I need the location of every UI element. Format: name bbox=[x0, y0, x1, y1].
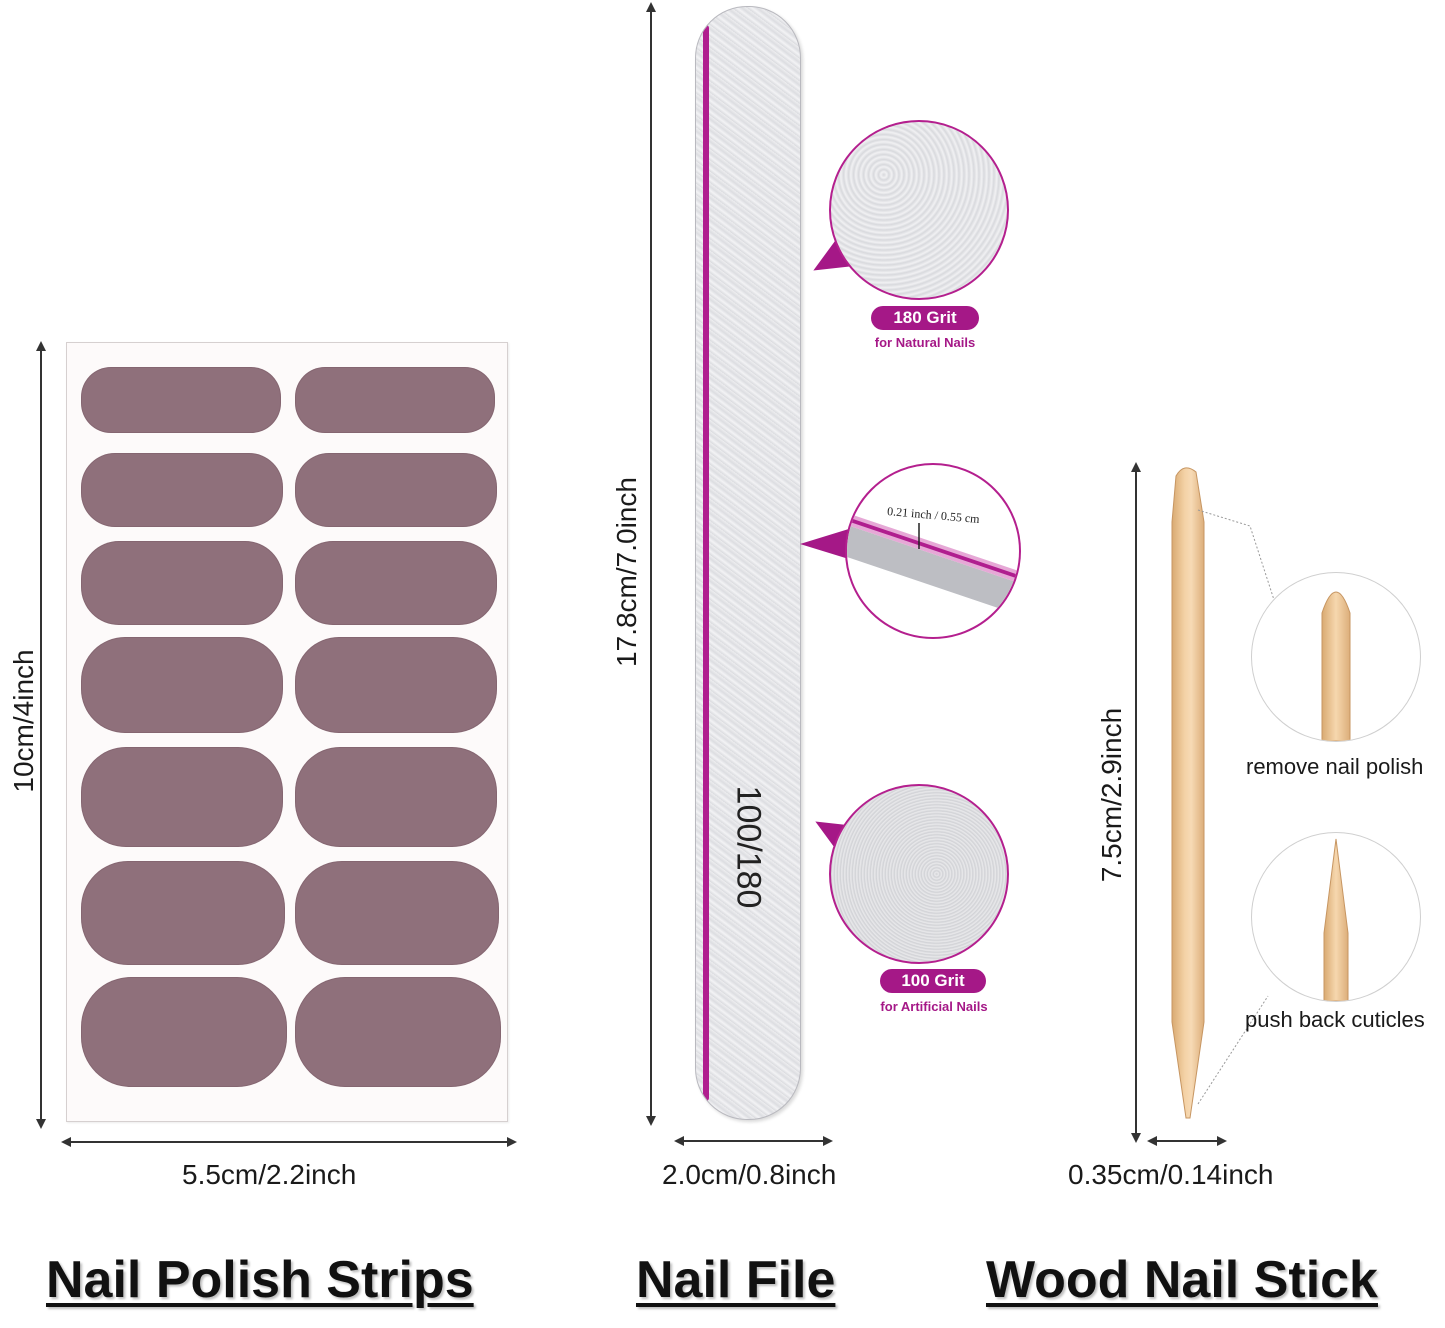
nail-polish-strip bbox=[81, 747, 283, 847]
strips-height-dimension-line bbox=[36, 341, 46, 1129]
nail-polish-strip bbox=[81, 861, 285, 965]
pointed-end-illustration bbox=[1323, 838, 1349, 1001]
strips-title: Nail Polish Strips bbox=[46, 1251, 474, 1309]
nail-polish-strip bbox=[295, 861, 499, 965]
nail-polish-strip bbox=[81, 367, 281, 433]
nail-polish-strip bbox=[81, 453, 283, 527]
stick-flat-end-magnifier bbox=[1251, 572, 1421, 742]
grit-180-description: for Natural Nails bbox=[874, 335, 976, 350]
callout-remove-nail-polish: remove nail polish bbox=[1246, 754, 1424, 779]
grit-100-badge: 100 Grit bbox=[880, 969, 986, 993]
grit-100-magnifier bbox=[829, 784, 1009, 964]
nail-strip-sheet bbox=[66, 342, 508, 1122]
stick-width-label: 0.35cm/0.14inch bbox=[1068, 1159, 1274, 1190]
nail-polish-strip bbox=[81, 977, 287, 1087]
flat-end-illustration bbox=[1321, 591, 1351, 741]
nail-polish-strip bbox=[295, 637, 497, 733]
file-core-stripe bbox=[703, 25, 709, 1101]
strips-width-label: 5.5cm/2.2inch bbox=[182, 1159, 357, 1190]
strips-height-label: 10cm/4inch bbox=[8, 649, 39, 793]
nail-polish-strip bbox=[81, 541, 283, 625]
callout-pointer-icon bbox=[800, 528, 852, 560]
stick-title: Wood Nail Stick bbox=[986, 1251, 1378, 1309]
wood-nail-stick bbox=[1171, 467, 1205, 1119]
file-edge-illustration bbox=[847, 513, 1019, 615]
file-thickness-magnifier bbox=[845, 463, 1021, 639]
stick-length-label: 7.5cm/2.9inch bbox=[1096, 707, 1127, 883]
arrow-down-icon bbox=[1131, 1133, 1141, 1143]
file-printed-text: 100/180 bbox=[729, 785, 768, 909]
strips-width-dimension-line bbox=[61, 1137, 517, 1147]
grit-100-description: for Artificial Nails bbox=[880, 999, 988, 1014]
file-length-dimension-line bbox=[646, 2, 656, 1126]
arrow-up-icon bbox=[646, 2, 656, 12]
arrow-right-icon bbox=[507, 1137, 517, 1147]
file-length-label: 17.8cm/7.0inch bbox=[611, 477, 642, 667]
nail-polish-strip bbox=[295, 367, 495, 433]
file-width-label: 2.0cm/0.8inch bbox=[662, 1159, 837, 1190]
nail-polish-strip bbox=[81, 637, 283, 733]
arrow-up-icon bbox=[36, 341, 46, 351]
grit-180-badge: 180 Grit bbox=[871, 306, 979, 330]
arrow-left-icon bbox=[674, 1136, 684, 1146]
nail-file: 100/180 bbox=[695, 6, 801, 1120]
grit-180-magnifier bbox=[829, 120, 1009, 300]
arrow-right-icon bbox=[1217, 1136, 1227, 1146]
file-title: Nail File bbox=[636, 1251, 836, 1309]
nail-polish-strip bbox=[295, 453, 497, 527]
callout-push-back-cuticles: push back cuticles bbox=[1245, 1007, 1425, 1032]
callout-leader-lines bbox=[1197, 509, 1277, 1105]
nail-polish-strip bbox=[295, 747, 497, 847]
arrow-down-icon bbox=[646, 1116, 656, 1126]
arrow-down-icon bbox=[36, 1119, 46, 1129]
stick-width-dimension-line bbox=[1147, 1136, 1227, 1146]
stick-pointed-end-magnifier bbox=[1251, 832, 1421, 1002]
arrow-up-icon bbox=[1131, 462, 1141, 472]
arrow-right-icon bbox=[823, 1136, 833, 1146]
arrow-left-icon bbox=[1147, 1136, 1157, 1146]
arrow-left-icon bbox=[61, 1137, 71, 1147]
stick-length-dimension-line bbox=[1131, 462, 1141, 1143]
file-width-dimension-line bbox=[674, 1136, 833, 1146]
nail-polish-strip bbox=[295, 541, 497, 625]
nail-polish-strip bbox=[295, 977, 501, 1087]
